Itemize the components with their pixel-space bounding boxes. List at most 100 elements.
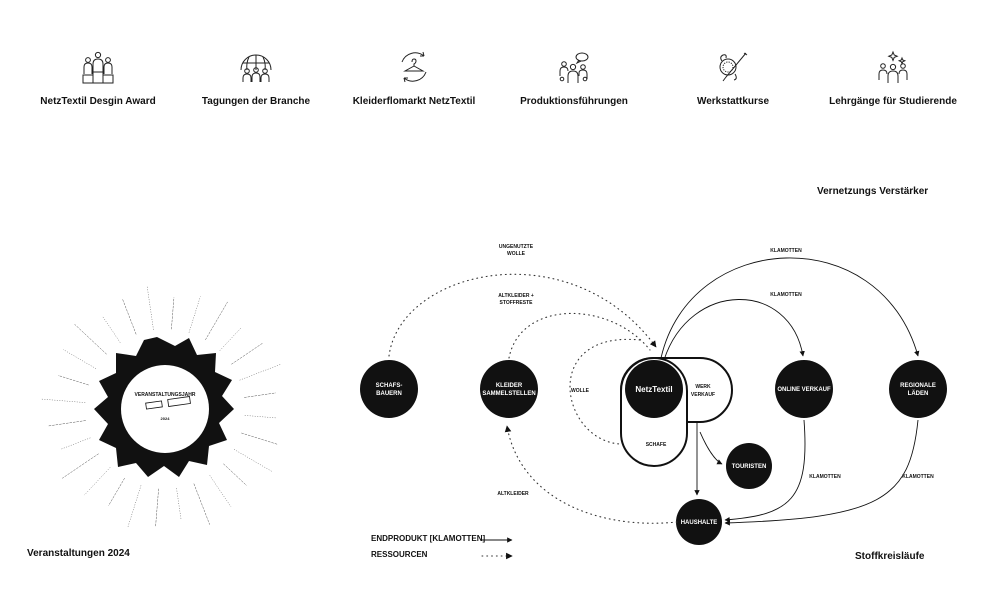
sun-ray — [176, 488, 182, 520]
sun-ray — [155, 488, 159, 527]
sun-ray — [231, 342, 263, 365]
sun-ray — [193, 483, 210, 525]
sun-illustration-box — [145, 400, 163, 410]
node-label: LÄDEN — [908, 390, 929, 397]
icon-item-award: NetzTextil Desgin Award — [13, 50, 183, 107]
node-label: TOURISTEN — [732, 464, 767, 470]
sun-ray — [62, 453, 99, 479]
node-label: KLEIDER — [496, 383, 523, 389]
group-speech-icon — [559, 52, 589, 83]
sun-ray — [58, 375, 89, 386]
edge-label-klamotten-online-haushalte: KLAMOTTEN — [809, 474, 841, 480]
node-kleidersammelstellen: KLEIDER SAMMELSTELLEN — [480, 360, 538, 418]
vernetzung-heading: Vernetzungs Verstärker — [817, 186, 929, 197]
sun-ray — [127, 485, 142, 528]
node-netztextil-group: NetzTextil WERK VERKAUF SCHAFE — [620, 357, 733, 467]
netztextil-label: NetzTextil — [635, 385, 672, 394]
edge-label-klamotten-regional-haushalte: KLAMOTTEN — [902, 474, 934, 480]
node-label: ONLINE VERKAUF — [777, 387, 831, 393]
legend-ressourcen-label: RESSOURCEN — [371, 550, 428, 559]
node-label: BAUERN — [376, 391, 402, 397]
icon-item-kleiderflomarkt: Kleiderflomarkt NetzTextil — [329, 50, 499, 107]
sun-ray — [41, 398, 86, 403]
schafe-label: SCHAFE — [646, 442, 667, 448]
node-regionale-laeden: REGIONALE LÄDEN — [889, 360, 947, 418]
stoffkreislaeufe-heading: Stoffkreisläufe — [855, 551, 925, 562]
icon-label: NetzTextil Desgin Award — [40, 96, 156, 107]
werkverkauf-label: VERKAUF — [691, 392, 715, 398]
sun-ray — [241, 432, 278, 445]
node-haushalte: HAUSHALTE — [676, 499, 722, 545]
flow-klamotten-regional — [660, 257, 920, 359]
sun-ray — [188, 296, 201, 333]
sun-ray — [108, 477, 125, 506]
sun-ray — [84, 467, 111, 496]
sun-ray — [146, 286, 154, 330]
sun-ray — [209, 475, 232, 507]
sun-illustration-box — [167, 396, 191, 407]
node-netztextil — [625, 360, 683, 418]
podium-people-icon — [82, 51, 114, 84]
sun-ray — [233, 449, 273, 472]
product-flows — [660, 257, 920, 526]
icon-label: Tagungen der Branche — [201, 96, 311, 107]
edge-label-klamotten-online: KLAMOTTEN — [770, 292, 802, 298]
sun-ray — [62, 349, 97, 369]
node-label: REGIONALE — [900, 383, 936, 389]
werkverkauf-label: WERK — [695, 384, 711, 390]
edge-label-ungenutzte-wolle: WOLLE — [507, 251, 526, 257]
icon-item-werkstattkurse: Werkstattkurse — [648, 50, 818, 107]
flow-ungenutzte-wolle — [388, 273, 657, 357]
sun-ray — [60, 437, 91, 450]
sun-ray — [239, 364, 281, 381]
node-label: HAUSHALTE — [681, 520, 718, 526]
resource-flows — [388, 273, 678, 524]
sun-rays — [41, 286, 281, 528]
sun-ray — [223, 463, 247, 486]
edge-label-altkleider-stoffreste: ALTKLEIDER + — [498, 293, 534, 299]
node-label: SAMMELSTELLEN — [482, 391, 535, 397]
icon-label: Produktionsführungen — [520, 96, 628, 107]
event-icon-row: NetzTextil Desgin Award Tagungen der Bra… — [0, 50, 1000, 130]
globe-people-icon — [240, 54, 272, 82]
icon-item-tagungen: Tagungen der Branche — [171, 50, 341, 107]
icon-item-lehrgaenge: Lehrgänge für Studierende — [808, 50, 978, 107]
flow-to-touristen — [699, 431, 723, 465]
edge-label-wolle: WOLLE — [571, 388, 590, 394]
icon-label: Lehrgänge für Studierende — [829, 96, 957, 107]
flow-wolle — [569, 338, 641, 445]
sun-ray — [171, 297, 175, 330]
flow-online-haushalte — [724, 419, 806, 523]
veranstaltungen-heading: Veranstaltungen 2024 — [27, 548, 130, 559]
legend: ENDPRODUKT [KLAMOTTEN] RESSOURCEN — [371, 534, 513, 560]
flow-regional-haushalte — [724, 419, 919, 526]
sun-ray — [48, 420, 86, 427]
legend-endprodukt-label: ENDPRODUKT [KLAMOTTEN] — [371, 534, 486, 543]
flow-klamotten-online — [663, 299, 805, 361]
node-touristen: TOURISTEN — [726, 443, 772, 489]
edge-label-altkleider-stoffreste: STOFFRESTE — [500, 300, 534, 306]
sun-ray — [122, 298, 137, 335]
node-label: SCHAFS- — [376, 383, 403, 389]
sun-ray — [205, 301, 228, 341]
sun-ray — [74, 324, 107, 355]
icon-label: Kleiderflomarkt NetzTextil — [352, 96, 476, 107]
sun-year: 2024 — [161, 416, 171, 421]
sun-ray — [244, 392, 276, 398]
people-sparkle-icon — [878, 50, 908, 83]
edge-label-ungenutzte-wolle: UNGENUTZTE — [499, 244, 534, 250]
flow-altkleider — [504, 425, 678, 524]
sun-title: VERANSTALTUNGSJAHR — [135, 392, 196, 398]
event-year-sun: VERANSTALTUNGSJAHR 2024 — [41, 286, 281, 528]
flow-altkleider-stoffreste — [508, 312, 651, 359]
sewing-needle-icon — [719, 52, 748, 82]
node-online-verkauf: ONLINE VERKAUF — [775, 360, 833, 418]
node-schafsbauern: SCHAFS- BAUERN — [360, 360, 418, 418]
icon-label: Werkstattkurse — [696, 96, 770, 107]
sun-ray — [244, 415, 277, 419]
edge-label-altkleider: ALTKLEIDER — [497, 491, 529, 497]
icon-item-produktionsfuehrungen: Produktionsführungen — [489, 50, 659, 107]
sun-ray — [219, 327, 242, 351]
edge-label-klamotten-regional: KLAMOTTEN — [770, 248, 802, 254]
